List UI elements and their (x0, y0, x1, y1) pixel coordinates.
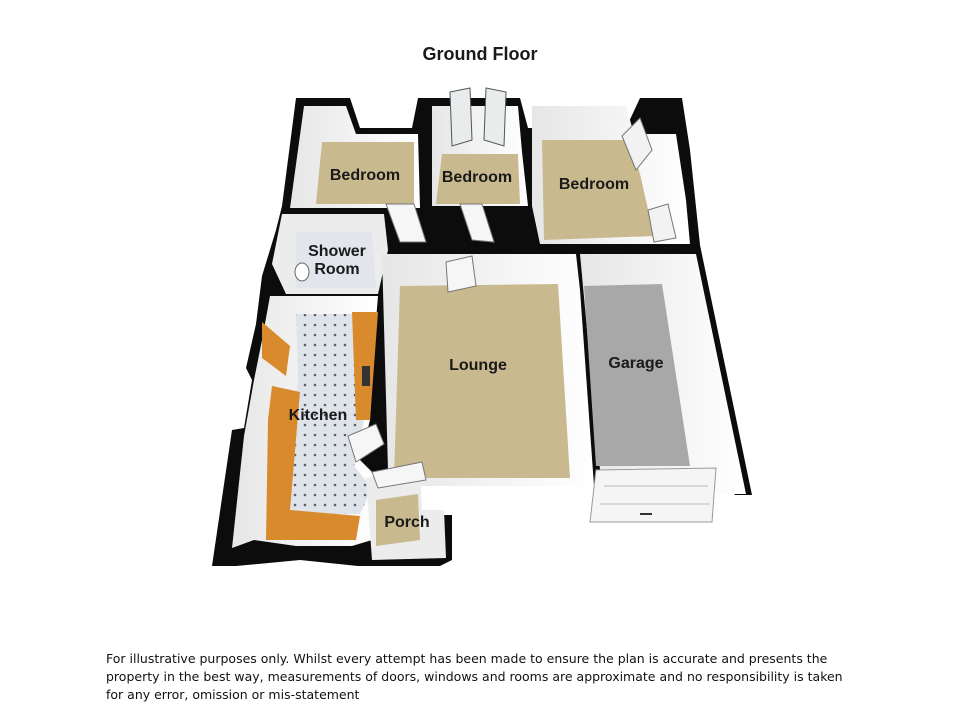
kitchen-floor (288, 314, 372, 514)
toilet-icon (294, 262, 310, 282)
bedroom-middle-floor (436, 154, 520, 204)
label-shower-room-line1: Shower (308, 243, 366, 260)
bedroom-right-floor (542, 140, 654, 240)
room-shower (272, 214, 388, 294)
room-bedroom-right (532, 106, 690, 244)
wardrobe-door (621, 117, 653, 171)
floor-title: Ground Floor (422, 44, 538, 64)
porch-door (371, 461, 427, 489)
lounge-door (445, 255, 477, 293)
hob-icon (362, 366, 370, 386)
label-porch: Porch (384, 514, 429, 531)
window-right-pane (483, 87, 507, 147)
kitchen-door (347, 423, 385, 463)
garage-floor (584, 284, 690, 466)
bedroom-left-floor (316, 142, 414, 204)
garage-door (589, 467, 717, 523)
room-kitchen (232, 296, 385, 548)
window-left-pane (449, 87, 473, 147)
cupboard-door (647, 203, 677, 243)
room-garage (580, 254, 746, 523)
label-garage: Garage (608, 355, 663, 372)
label-shower-room-line2: Room (314, 261, 359, 278)
room-bedroom-left (290, 106, 427, 243)
shower-room-floor (296, 232, 376, 288)
room-lounge (382, 254, 594, 486)
label-bedroom-middle: Bedroom (442, 169, 512, 186)
floor-plan: Bedroom Bedroom Bedroom Shower Room Kitc… (212, 87, 752, 566)
label-bedroom-left: Bedroom (330, 167, 400, 184)
worktop-upper-left (262, 322, 290, 376)
worktop-lower (266, 386, 360, 540)
porch-floor (376, 494, 420, 546)
lounge-floor (394, 284, 570, 478)
disclaimer-text: For illustrative purposes only. Whilst e… (106, 651, 843, 702)
room-bedroom-middle (432, 87, 528, 243)
label-kitchen: Kitchen (289, 407, 348, 424)
bedroom-middle-door (459, 203, 495, 243)
label-bedroom-right: Bedroom (559, 176, 629, 193)
label-lounge: Lounge (449, 357, 507, 374)
bedroom-left-door (385, 203, 427, 243)
room-porch (366, 461, 446, 560)
